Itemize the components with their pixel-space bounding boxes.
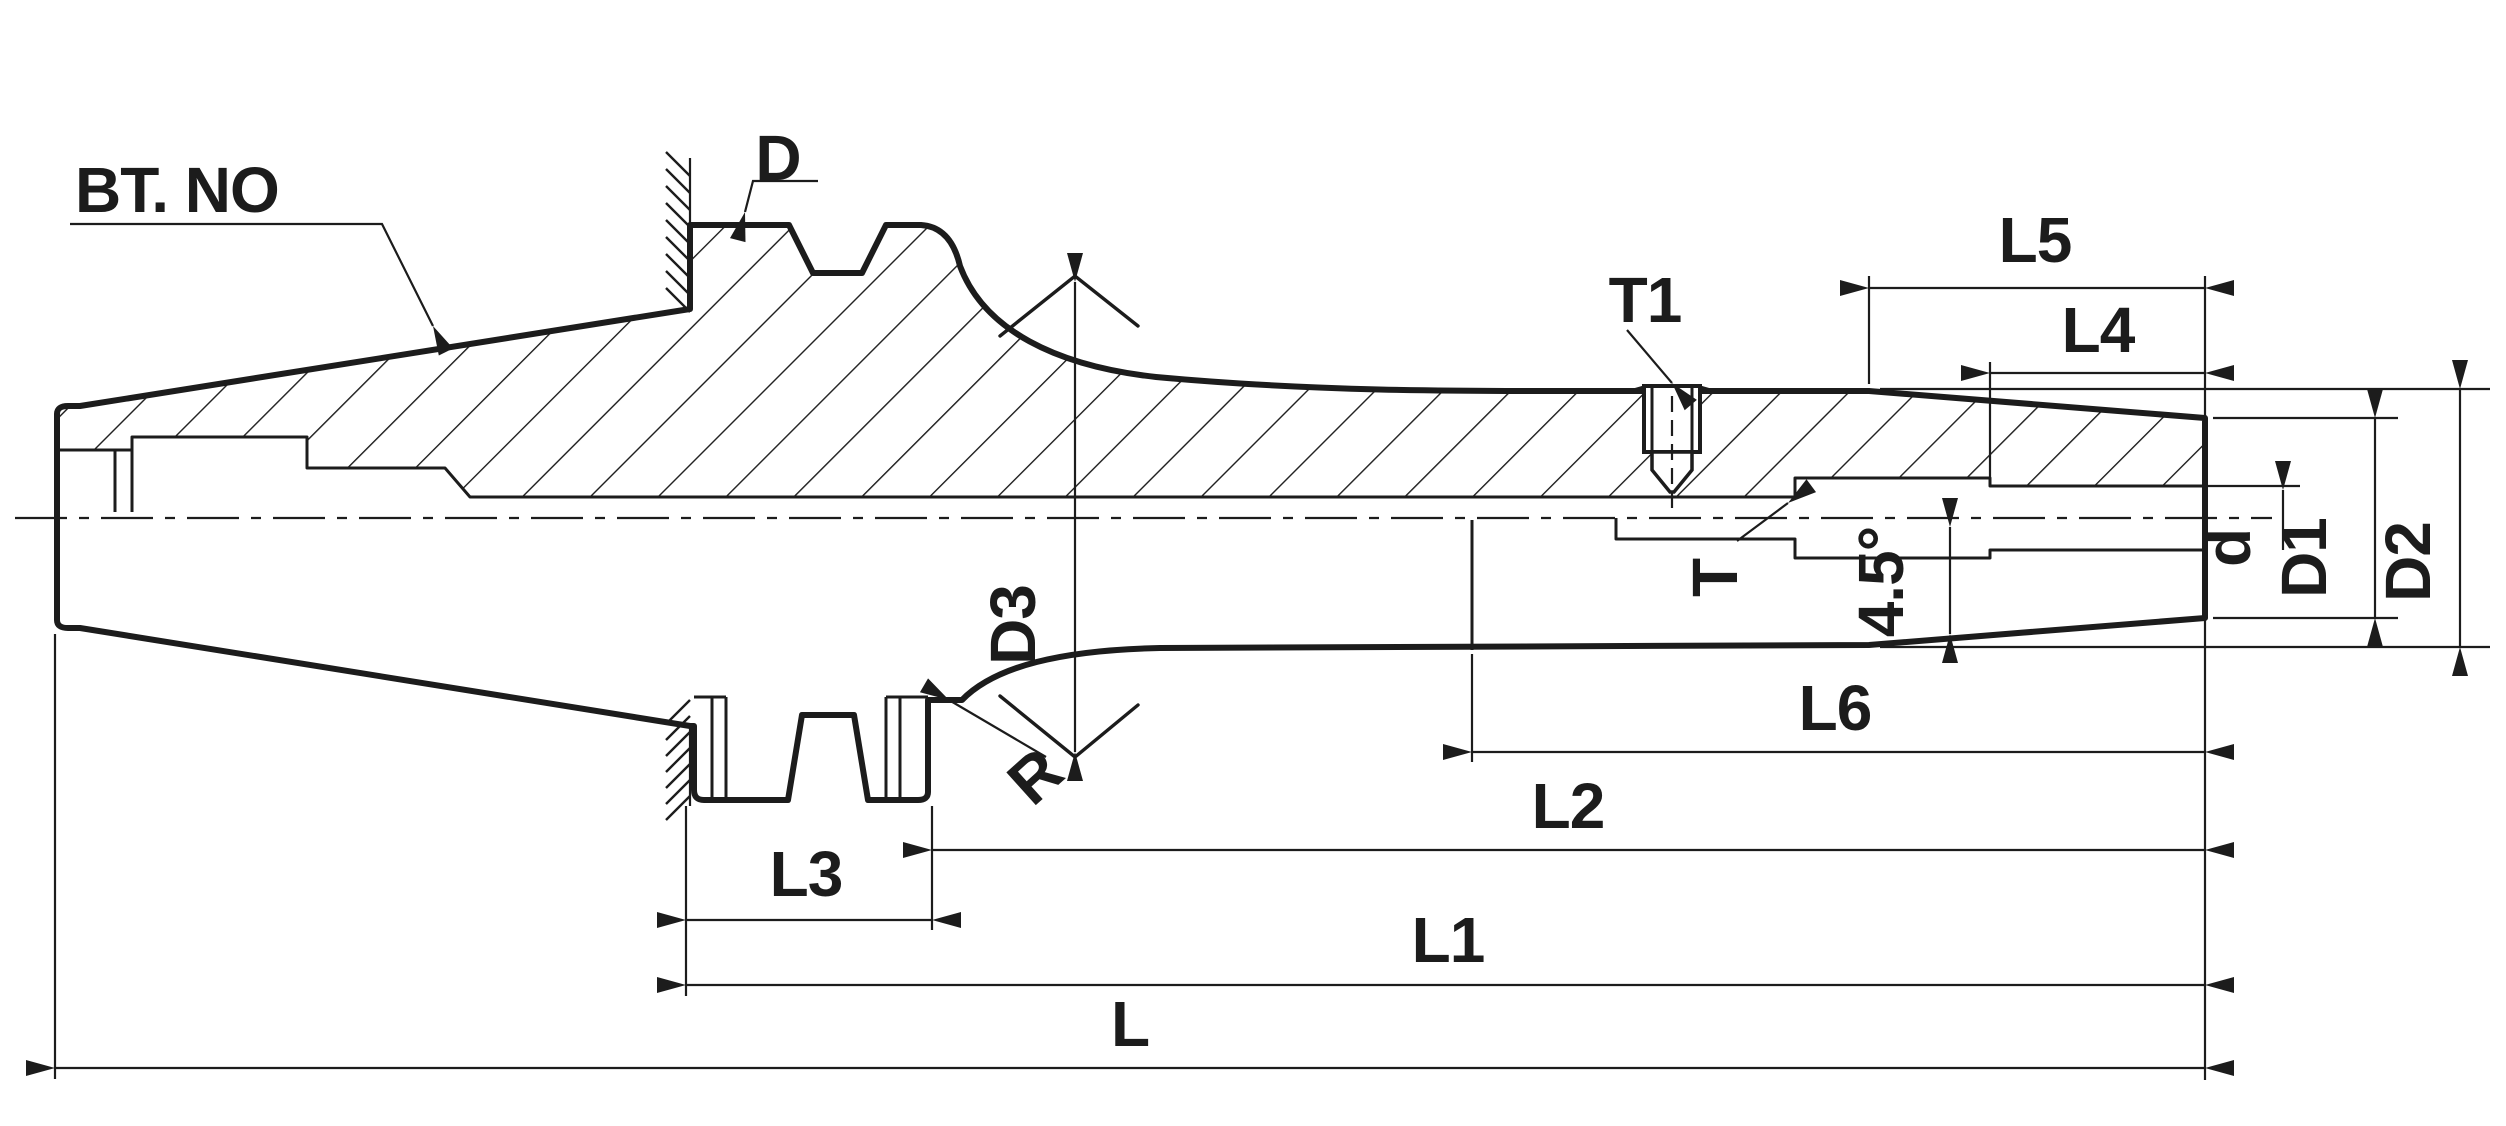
label-l: L xyxy=(1111,988,1149,1060)
label-l1: L1 xyxy=(1412,904,1485,976)
label-l5: L5 xyxy=(1999,204,2072,276)
labels: BT. NO D T1 L5 L4 L6 L3 L2 L1 L D3 T 4.5… xyxy=(75,122,2444,1060)
dimension-lines xyxy=(25,253,2468,1076)
label-d3: D3 xyxy=(977,585,1049,665)
tool-holder-outline xyxy=(54,222,2208,803)
label-t1: T1 xyxy=(1609,264,1682,336)
d3-chevron-bottom xyxy=(998,694,1140,760)
internal-bore-lines xyxy=(59,435,2205,798)
leader-bt-no xyxy=(70,222,454,356)
leader-lines xyxy=(70,179,1817,758)
label-l3: L3 xyxy=(770,838,843,910)
label-l6: L6 xyxy=(1799,672,1872,744)
leader-t1 xyxy=(1626,329,1697,411)
label-d-bore: d xyxy=(2192,529,2264,567)
leader-d xyxy=(730,179,818,243)
label-bt-no: BT. NO xyxy=(75,154,279,226)
leader-r xyxy=(919,678,1047,758)
label-t: T xyxy=(1679,558,1751,597)
label-l2: L2 xyxy=(1532,770,1605,842)
gauge-plane-hatch xyxy=(665,151,692,821)
label-taper-angle: 4.5° xyxy=(1845,527,1917,638)
leader-t xyxy=(1736,479,1817,542)
label-d2: D2 xyxy=(2372,522,2444,602)
d3-chevron-top xyxy=(998,273,1140,338)
label-l4: L4 xyxy=(2062,294,2136,366)
label-d: D xyxy=(755,122,800,194)
label-d1: D1 xyxy=(2268,518,2340,598)
